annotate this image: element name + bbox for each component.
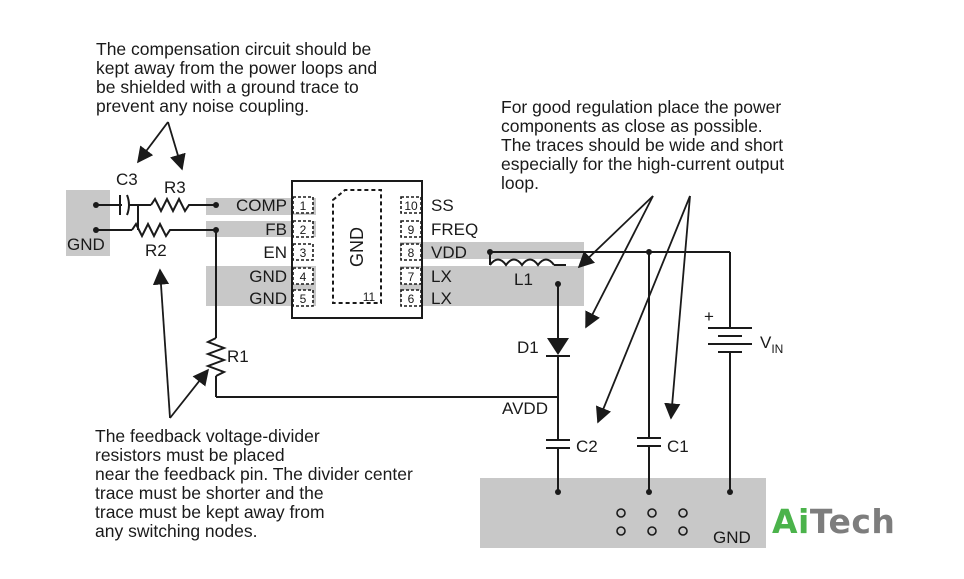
pin-number: 10 (404, 199, 418, 213)
note-line: near the feedback pin. The divider cente… (95, 464, 413, 484)
ic-pin-1: 1 COMP (236, 196, 314, 215)
note-line: components as close as possible. (501, 116, 763, 136)
pin-name: COMP (236, 196, 287, 215)
note-line: The compensation circuit should be (96, 39, 372, 59)
pin-pad (292, 289, 314, 307)
ic-pin-10: 10 SS (400, 196, 454, 215)
pin-pad (292, 220, 314, 238)
ground-plane-bottom (480, 478, 766, 548)
label-r1: R1 (227, 347, 249, 366)
note-line: The traces should be wide and short (501, 135, 784, 155)
ground-plane-comp (206, 198, 316, 215)
note-compensation: The compensation circuit should be kept … (96, 40, 377, 116)
pin-pad (400, 243, 422, 261)
annotation-arrows (137, 121, 691, 424)
note-line: trace must be kept away from (95, 502, 325, 522)
pin-name: VDD (431, 243, 467, 262)
pin-number: 6 (408, 292, 415, 306)
label-c1: C1 (667, 437, 689, 456)
ic-pin-3: 3 EN (263, 243, 314, 262)
pin-name: FREQ (431, 220, 478, 239)
diode-d1 (546, 338, 570, 357)
label-vin: VIN (760, 333, 783, 356)
ground-vias (616, 508, 688, 536)
pin-pad (400, 289, 422, 307)
logo-part-tech: Tech (809, 502, 896, 541)
pin-number: 4 (300, 270, 307, 284)
pin-pad (292, 243, 314, 261)
pin-pad (400, 220, 422, 238)
pin-name: LX (431, 289, 452, 308)
note-line: kept away from the power loops and (96, 58, 378, 78)
label-vin-plus: + (704, 307, 714, 326)
component-labels: C3 R3 R2 GND R1 L1 D1 AVDD C2 C1 + VIN G… (67, 170, 783, 547)
label-r3: R3 (164, 178, 186, 197)
note-line: trace must be shorter and the (95, 483, 324, 503)
pin-name: EN (263, 243, 287, 262)
wires (96, 194, 752, 492)
ic-center-label: GND (347, 227, 367, 267)
pin-number: 5 (300, 292, 307, 306)
ground-plane-lx (400, 266, 584, 306)
pin-number: 2 (300, 223, 307, 237)
pin-number: 7 (408, 270, 415, 284)
note-line: any switching nodes. (95, 521, 258, 541)
pin-pad (292, 196, 314, 214)
logo-part-ai: Ai (772, 502, 810, 541)
pin-name: GND (249, 267, 287, 286)
label-d1: D1 (517, 338, 539, 357)
pin-pad (400, 267, 422, 285)
ground-plane-left (66, 190, 110, 256)
ic-pin-2: 2 FB (265, 220, 314, 239)
pin-name: SS (431, 196, 454, 215)
pin-pad (400, 196, 422, 214)
pin-number: 9 (408, 223, 415, 237)
ic-pin-6: 6 LX (400, 289, 452, 308)
note-line: especially for the high-current output (501, 154, 785, 174)
ic-pin-5: 5 GND (249, 289, 314, 308)
junction-dots (93, 202, 733, 495)
pin-pad (292, 267, 314, 285)
pin-name: FB (265, 220, 287, 239)
note-line: be shielded with a ground trace to (96, 77, 359, 97)
pin-number: 8 (408, 246, 415, 260)
aitech-logo: AiTech (772, 502, 895, 541)
label-c3: C3 (116, 170, 138, 189)
note-line: The feedback voltage-divider (95, 426, 320, 446)
note-regulation: For good regulation place the power comp… (501, 98, 784, 193)
label-gnd-left: GND (67, 235, 105, 254)
ic-pin-9: 9 FREQ (400, 220, 478, 239)
pin-number: 3 (300, 246, 307, 260)
note-line: For good regulation place the power (501, 97, 782, 117)
label-l1: L1 (514, 270, 533, 289)
ic-body (291, 180, 423, 319)
label-r2: R2 (145, 241, 167, 260)
pin-name: GND (249, 289, 287, 308)
label-gnd-bottom: GND (713, 528, 751, 547)
ground-plane-fb (206, 221, 316, 237)
note-feedback: The feedback voltage-divider resistors m… (95, 427, 413, 541)
thermal-pad (332, 189, 382, 304)
label-avdd: AVDD (502, 399, 548, 418)
pin-name: LX (431, 267, 452, 286)
note-line: loop. (501, 173, 539, 193)
label-c2: C2 (576, 437, 598, 456)
pin-number: 1 (300, 199, 307, 213)
thermal-pin-number: 11 (363, 290, 376, 304)
note-line: prevent any noise coupling. (96, 96, 310, 116)
ic-pin-4: 4 GND (249, 267, 314, 286)
ic-pin-8: 8 VDD (400, 243, 467, 262)
note-line: resistors must be placed (95, 445, 285, 465)
ic-pin-7: 7 LX (400, 267, 452, 286)
